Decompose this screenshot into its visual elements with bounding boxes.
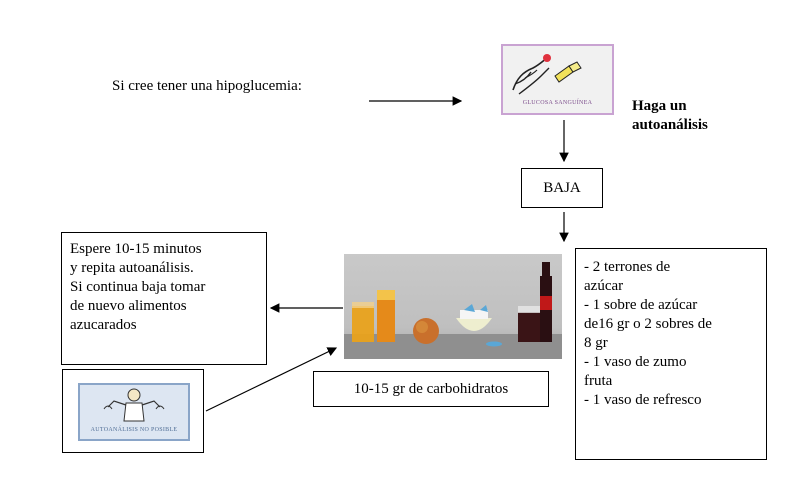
no-test-pictogram: AUTOANÁLISIS NO POSIBLE xyxy=(78,383,190,441)
option-line-8: - 1 vaso de refresco xyxy=(584,392,702,408)
carbohydrate-foods-photo xyxy=(344,254,562,359)
carbs-amount-label: 10-15 gr de carbohidratos xyxy=(353,380,509,397)
carbs-amount-box: 10-15 gr de carbohidratos xyxy=(313,371,549,407)
option-line-2: azúcar xyxy=(584,278,624,294)
result-box-baja: BAJA xyxy=(521,168,603,208)
test-instruction-line2: autoanálisis xyxy=(632,117,708,133)
option-line-7: fruta xyxy=(584,373,613,389)
option-line-1: - 2 terrones de xyxy=(584,259,671,275)
wait-and-retest-box: Espere 10-15 minutos y repita autoanális… xyxy=(61,232,267,365)
no-test-pictogram-caption: AUTOANÁLISIS NO POSIBLE xyxy=(90,427,178,433)
no-test-pictogram-box: AUTOANÁLISIS NO POSIBLE xyxy=(62,369,204,453)
wait-line-4: de nuevo alimentos xyxy=(70,298,187,314)
option-line-6: - 1 vaso de zumo xyxy=(584,354,687,370)
food-items-illustration xyxy=(344,262,562,359)
finger-prick-icon xyxy=(512,54,582,95)
option-line-3: - 1 sobre de azúcar xyxy=(584,297,698,313)
shrugging-person-icon xyxy=(103,388,165,422)
glucose-pictogram-caption: GLUCOSA SANGUÍNEA xyxy=(522,100,593,106)
wait-line-2: y repita autoanálisis. xyxy=(70,260,194,276)
carb-options-box: - 2 terrones de azúcar - 1 sobre de azúc… xyxy=(575,248,767,460)
test-instruction-line1: Haga un xyxy=(632,98,687,114)
prompt-text: Si cree tener una hipoglucemia: xyxy=(112,78,302,94)
wait-line-1: Espere 10-15 minutos xyxy=(70,241,202,257)
arrow-from-no-test xyxy=(205,347,338,412)
wait-line-3: Si continua baja tomar xyxy=(70,279,206,295)
wait-line-5: azucarados xyxy=(70,317,137,333)
option-line-4: de16 gr o 2 sobres de xyxy=(584,316,712,332)
result-box-label: BAJA xyxy=(543,179,581,196)
test-instruction: Haga un autoanálisis xyxy=(632,97,708,135)
option-line-5: 8 gr xyxy=(584,335,608,351)
glucose-pictogram: GLUCOSA SANGUÍNEA xyxy=(501,44,614,115)
